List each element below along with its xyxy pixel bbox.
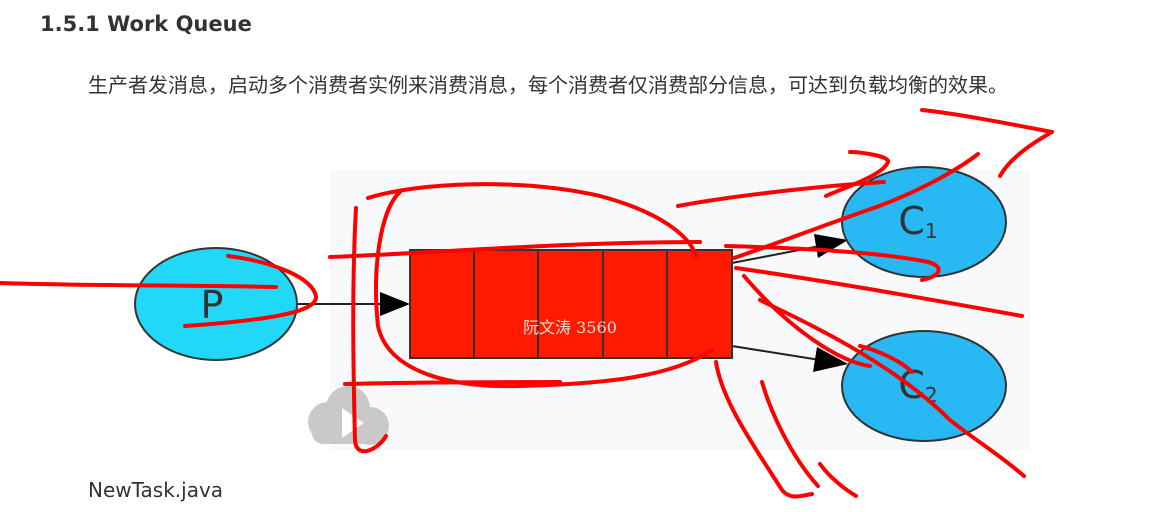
section-heading: 1.5.1 Work Queue — [40, 12, 252, 36]
producer-node: P — [134, 247, 298, 361]
consumer1-label: C — [898, 199, 925, 243]
watermark: 阮文涛 3560 — [523, 318, 617, 337]
red-annotation-strokes — [0, 108, 1054, 499]
svg-text:C1: C1 — [898, 199, 937, 243]
section-paragraph: 生产者发消息，启动多个消费者实例来消费消息，每个消费者仅消费部分信息，可达到负载… — [88, 73, 1008, 97]
arrow-queue-to-c2 — [731, 345, 848, 372]
filename-label: NewTask.java — [88, 478, 224, 502]
play-icon[interactable] — [308, 386, 389, 445]
consumer-node-1: C1 — [841, 166, 1007, 278]
queue-node: 阮文涛 3560 — [409, 249, 733, 359]
consumer1-subscript: 1 — [925, 219, 938, 243]
producer-label: P — [201, 283, 224, 327]
